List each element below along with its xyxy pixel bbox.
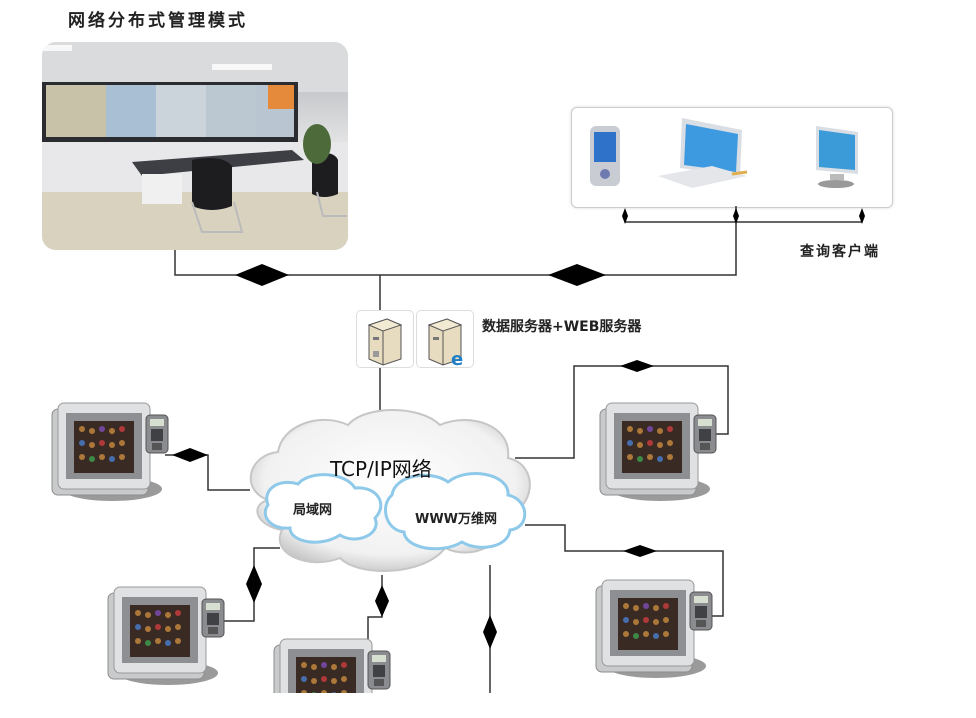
connector-diamond xyxy=(235,264,289,286)
connector-diamond xyxy=(623,545,657,557)
connector-diamond xyxy=(859,208,865,224)
data-server[interactable] xyxy=(356,310,414,368)
connector-diamond xyxy=(548,264,606,286)
network-title: TCP/IP网络 xyxy=(330,457,432,481)
connector-diamond xyxy=(733,208,739,224)
web-server-icon: e xyxy=(427,318,463,370)
ie-logo-icon: e xyxy=(451,349,463,367)
key-cabinet-terminal xyxy=(107,586,225,686)
smartphone-icon xyxy=(590,126,620,186)
connector-diamond xyxy=(483,615,497,649)
client-devices-box xyxy=(571,107,893,208)
tcp-ip-cloud xyxy=(249,409,531,572)
lan-label: 局域网 xyxy=(293,503,333,518)
connector-diamond xyxy=(375,585,389,617)
www-label: WWW万维网 xyxy=(415,512,498,527)
connector-diamond xyxy=(172,448,208,462)
laptop-icon xyxy=(658,118,748,188)
server-icon xyxy=(367,318,403,366)
server-label: 数据服务器+WEB服务器 xyxy=(482,319,642,335)
clients-label: 查询客户端 xyxy=(800,244,880,260)
connector-diamond xyxy=(620,360,654,372)
key-cabinet-terminal xyxy=(51,402,169,502)
control-room-image xyxy=(42,42,348,250)
diagram-title: 网络分布式管理模式 xyxy=(68,11,248,31)
key-cabinet-terminal xyxy=(595,579,713,679)
connector-diamonds xyxy=(172,208,865,649)
connector-diamond xyxy=(246,565,262,603)
connector-diamond xyxy=(622,208,628,224)
web-server[interactable]: e xyxy=(416,310,474,370)
key-cabinet-terminal xyxy=(599,402,717,502)
desktop-monitor-icon xyxy=(816,126,858,188)
